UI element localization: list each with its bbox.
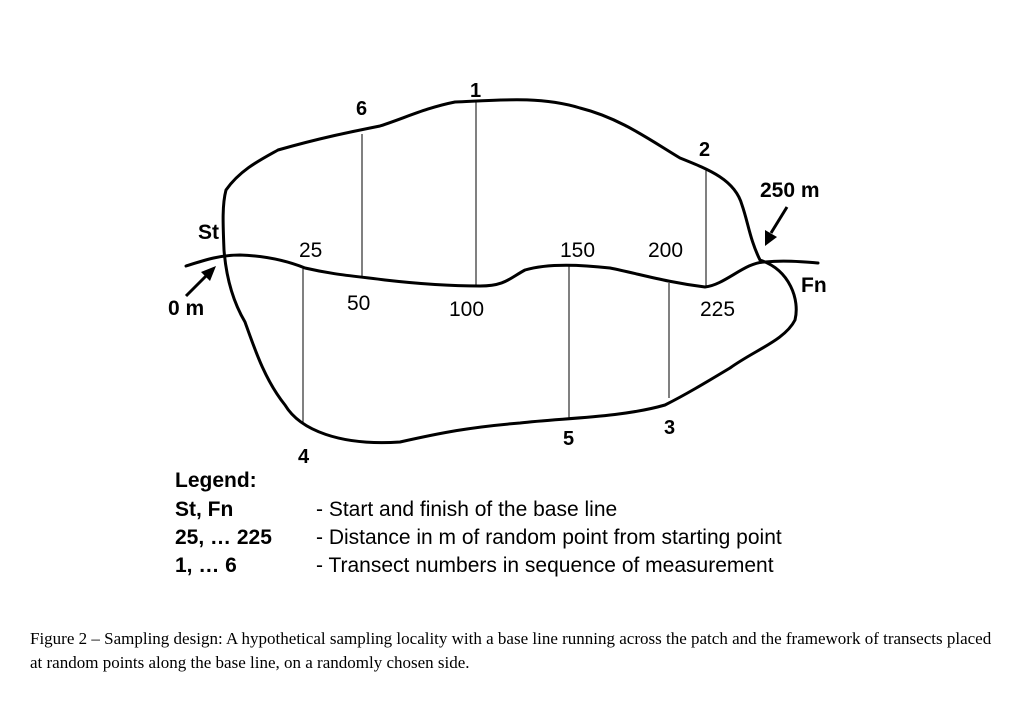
transect-number-2: 2 <box>699 139 710 161</box>
transect-number-6: 6 <box>356 98 367 120</box>
legend-desc-distance: - Distance in m of random point from sta… <box>316 526 782 549</box>
transect-number-3: 3 <box>664 417 675 439</box>
legend: Legend: St, Fn - Start and finish of the… <box>175 469 782 577</box>
distance-label-50: 50 <box>347 292 370 315</box>
legend-title: Legend: <box>175 469 257 492</box>
patch-outline <box>221 98 798 445</box>
distance-label-225: 225 <box>700 298 735 321</box>
transect-number-4: 4 <box>298 446 310 468</box>
legend-key-start-finish: St, Fn <box>175 498 233 521</box>
transect-number-1: 1 <box>470 80 481 102</box>
start-label: St <box>198 221 219 244</box>
zero-distance-label: 0 m <box>168 297 204 320</box>
distance-label-200: 200 <box>648 239 683 262</box>
end-distance-label: 250 m <box>760 179 820 202</box>
legend-desc-transects: - Transect numbers in sequence of measur… <box>316 554 774 577</box>
legend-desc-start-finish: - Start and finish of the base line <box>316 498 617 521</box>
figure-caption: Figure 2 – Sampling design: A hypothetic… <box>30 629 992 672</box>
distance-label-150: 150 <box>560 239 595 262</box>
legend-key-distance: 25, … 225 <box>175 526 272 549</box>
legend-key-transects: 1, … 6 <box>175 554 237 577</box>
transect-number-5: 5 <box>563 428 574 450</box>
start-arrow <box>184 266 216 298</box>
distance-label-25: 25 <box>299 239 322 262</box>
distance-label-100: 100 <box>449 298 484 321</box>
base-line <box>184 253 820 289</box>
finish-label: Fn <box>801 274 827 297</box>
end-arrow <box>765 206 789 246</box>
